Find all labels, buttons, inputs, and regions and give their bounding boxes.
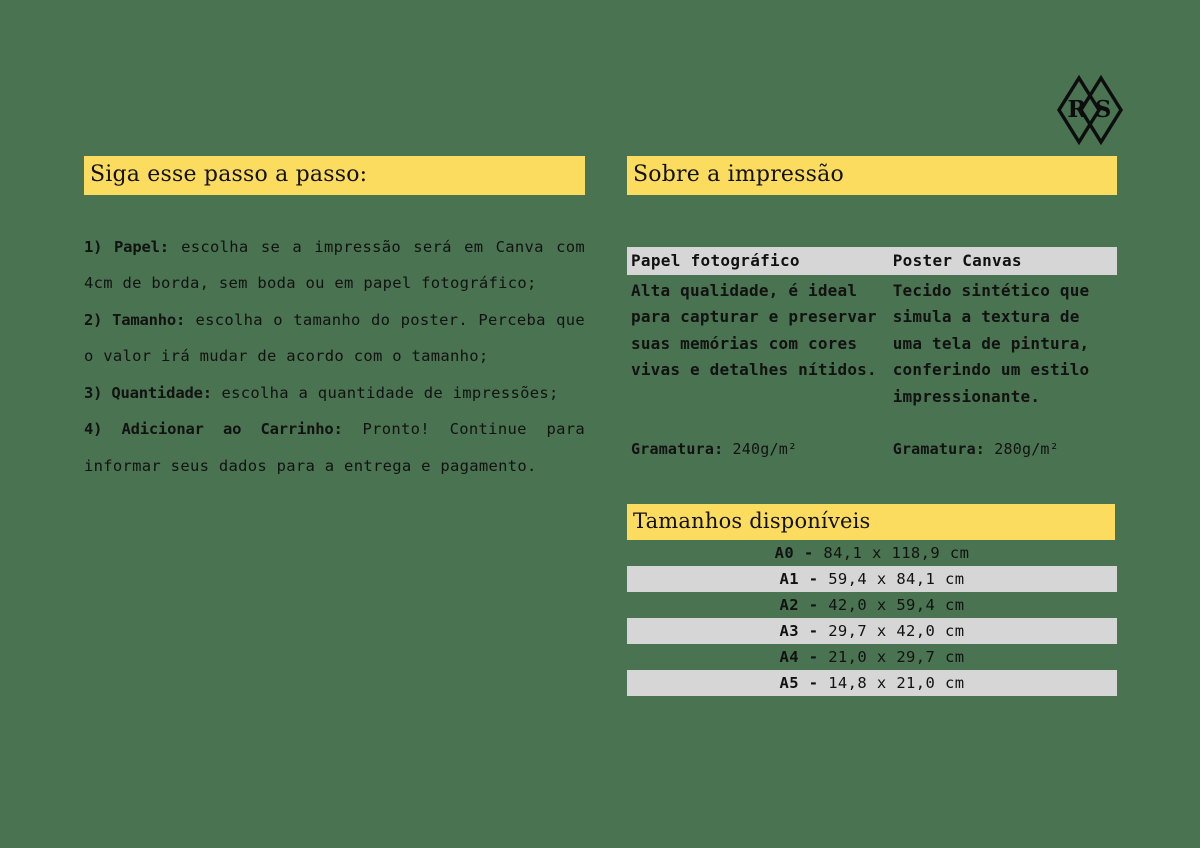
table-row: A2 - 42,0 x 59,4 cm	[627, 592, 1117, 618]
list-item: 2) Tamanho: escolha o tamanho do poster.…	[84, 302, 585, 375]
sizes-section: Tamanhos disponíveis A0 - 84,1 x 118,9 c…	[627, 503, 1117, 696]
gramatura-poster-canvas: Gramatura: 280g/m²	[889, 440, 1117, 458]
sizes-heading: Tamanhos disponíveis	[627, 503, 1115, 540]
size-label: A0 -	[774, 543, 814, 562]
table-row: A5 - 14,8 x 21,0 cm	[627, 669, 1117, 696]
gramatura-label: Gramatura:	[631, 439, 724, 458]
step-text: Pronto! Continue para informar seus dado…	[84, 420, 586, 475]
table-row: A1 - 59,4 x 84,1 cm	[627, 565, 1117, 592]
step-text: escolha a quantidade de impressões;	[211, 383, 559, 402]
size-label: A3 -	[779, 621, 819, 640]
column-header-poster-canvas: Poster Canvas	[892, 251, 1022, 270]
gramatura-label: Gramatura:	[892, 439, 986, 458]
list-item: 3) Quantidade: escolha a quantidade de i…	[84, 375, 585, 411]
svg-text:R: R	[1067, 96, 1087, 123]
size-dimensions: 21,0 x 29,7 cm	[828, 647, 965, 666]
description-photo-paper: Alta qualidade, é ideal para capturar e …	[631, 281, 877, 380]
size-dimensions: 59,4 x 84,1 cm	[828, 569, 965, 588]
step-label: 2) Tamanho:	[84, 310, 186, 329]
table-row: A4 - 21,0 x 29,7 cm	[627, 644, 1117, 670]
description-poster-canvas: Tecido sintético que simula a textura de…	[892, 281, 1090, 406]
column-header-photo-paper: Papel fotográfico	[631, 251, 800, 270]
step-label: 3) Quantidade:	[84, 383, 212, 402]
size-dimensions: 14,8 x 21,0 cm	[828, 673, 965, 692]
rs-monogram-logo: R S	[1052, 72, 1128, 148]
step-text: escolha o tamanho do poster. Perceba que…	[84, 310, 585, 366]
sizes-table: A0 - 84,1 x 118,9 cm A1 - 59,4 x 84,1 cm…	[627, 540, 1117, 696]
steps-heading: Siga esse passo a passo:	[84, 156, 585, 195]
gramatura-value: 240g/m²	[732, 439, 798, 458]
list-item: 1) Papel: escolha se a impressão será em…	[84, 229, 585, 302]
gramatura-row: Gramatura: 240g/m² Gramatura: 280g/m²	[627, 440, 1117, 458]
table-header-row: Papel fotográfico Poster Canvas	[627, 247, 1117, 275]
size-dimensions: 84,1 x 118,9 cm	[823, 543, 970, 562]
size-dimensions: 29,7 x 42,0 cm	[828, 621, 965, 640]
table-row: A0 - 84,1 x 118,9 cm	[627, 540, 1117, 566]
size-label: A1 -	[779, 569, 819, 588]
step-text: escolha se a impressão será em Canva com…	[84, 238, 585, 293]
step-label: 4) Adicionar ao Carrinho:	[84, 420, 343, 439]
step-label: 1) Papel:	[84, 238, 169, 256]
size-dimensions: 42,0 x 59,4 cm	[828, 595, 965, 614]
steps-list: 1) Papel: escolha se a impressão será em…	[84, 229, 585, 484]
size-label: A2 -	[779, 595, 819, 614]
table-row: A3 - 29,7 x 42,0 cm	[627, 617, 1117, 644]
svg-text:S: S	[1095, 96, 1112, 123]
steps-column: Siga esse passo a passo: 1) Papel: escol…	[84, 156, 585, 484]
printing-info-column: Sobre a impressão Papel fotográfico Post…	[627, 156, 1117, 696]
paper-comparison-table: Papel fotográfico Poster Canvas Alta qua…	[627, 247, 1117, 458]
list-item: 4) Adicionar ao Carrinho: Pronto! Contin…	[84, 411, 585, 484]
table-row: Alta qualidade, é ideal para capturar e …	[627, 278, 1117, 410]
gramatura-photo-paper: Gramatura: 240g/m²	[627, 440, 889, 458]
gramatura-value: 280g/m²	[994, 439, 1059, 458]
size-label: A5 -	[779, 673, 819, 692]
printing-heading: Sobre a impressão	[627, 156, 1117, 195]
size-label: A4 -	[779, 647, 819, 666]
